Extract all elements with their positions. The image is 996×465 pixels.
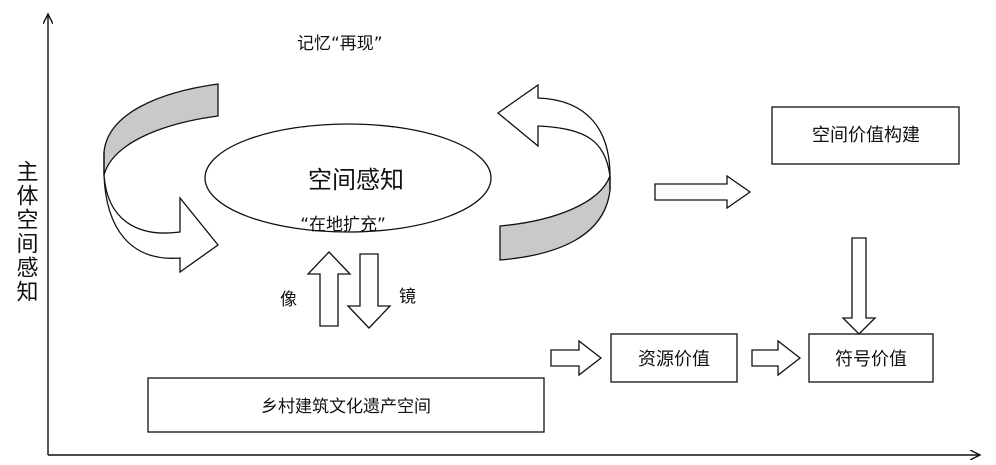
center-subtitle: “在地扩充”	[300, 215, 386, 235]
arrow-construction-to-symbol	[841, 237, 877, 335]
symbol-value-label: 符号价值	[835, 349, 907, 370]
arrow-resource-to-symbol	[751, 339, 802, 377]
y-axis-label: 主体空间感知	[13, 160, 39, 304]
heritage-space-label: 乡村建筑文化遗产空间	[261, 397, 431, 417]
right-arrow-to-construction	[654, 174, 752, 210]
down-arrow	[346, 253, 392, 329]
left-curved-arrow	[103, 83, 219, 274]
center-ellipse	[204, 123, 492, 233]
resource-value-label: 资源价值	[638, 349, 710, 370]
down-arrow-label: 镜	[399, 287, 416, 307]
right-curved-arrow	[496, 83, 611, 261]
up-arrow	[306, 251, 352, 327]
space-value-construction-box	[771, 106, 960, 165]
center-title: 空间感知	[308, 166, 404, 194]
top-label: 记忆“再现”	[297, 34, 383, 54]
space-value-construction-label: 空间价值构建	[812, 125, 920, 146]
arrow-heritage-to-resource	[550, 339, 603, 377]
symbol-value-box	[808, 333, 934, 383]
heritage-space-box	[147, 377, 545, 433]
up-arrow-label: 像	[280, 290, 297, 310]
resource-value-box	[610, 333, 738, 383]
